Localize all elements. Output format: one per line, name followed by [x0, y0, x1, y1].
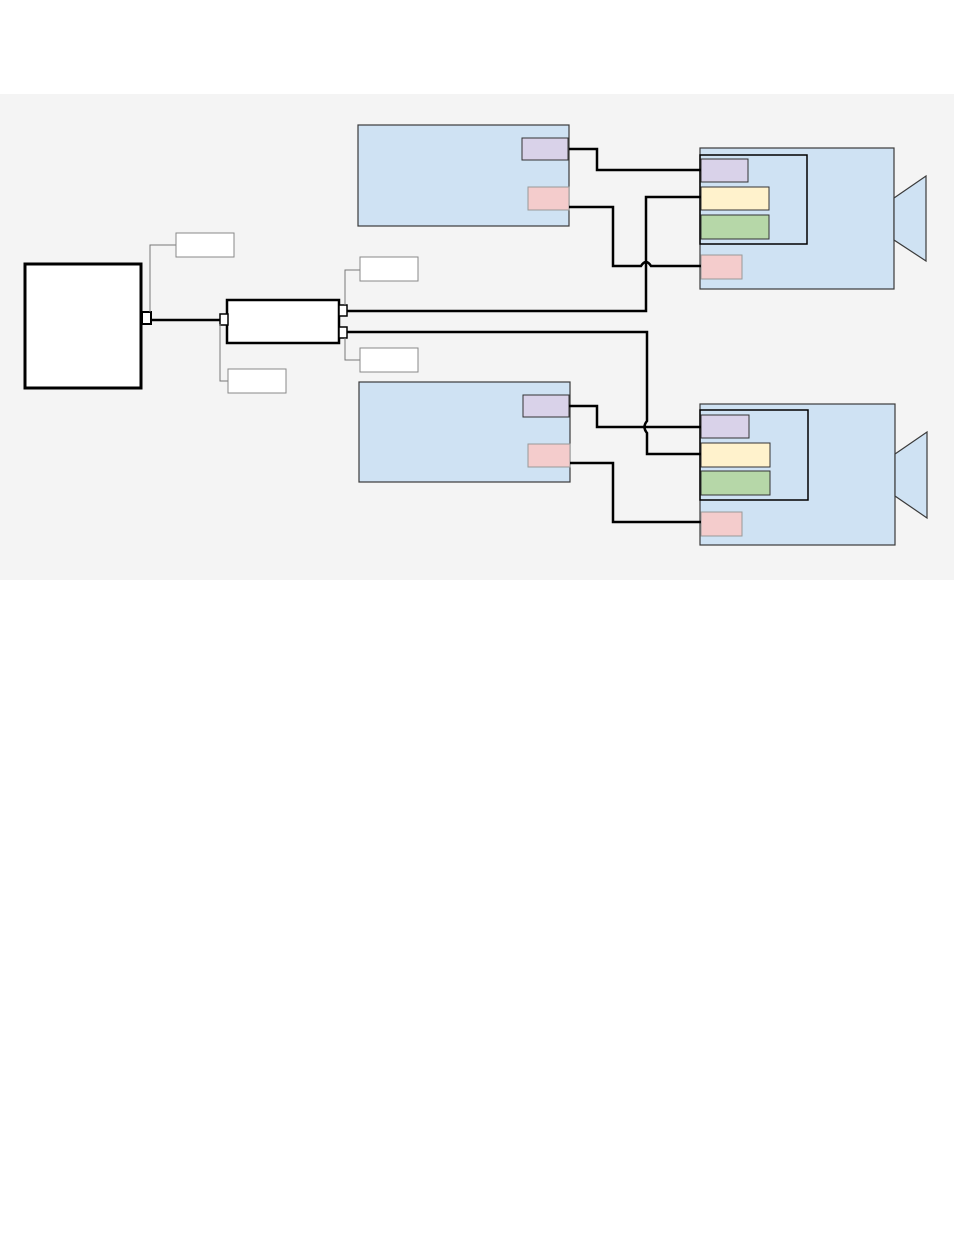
bottom-camera — [699, 403, 928, 546]
top-camera — [699, 147, 927, 290]
callout-label-box — [175, 232, 235, 258]
top-camera-port-panel — [699, 154, 808, 245]
callout-label-box — [359, 347, 419, 373]
callout-leader-line — [344, 338, 360, 361]
callout-leader-line — [149, 244, 176, 312]
callout-splitter-out-a — [344, 256, 419, 305]
splitter-output-port-b — [338, 326, 348, 339]
bottom-camera-port-green — [700, 470, 771, 496]
top-camera-port-green — [700, 214, 770, 240]
wire-bottom-module-pink-to-bottom-camera — [570, 461, 701, 524]
source-box — [23, 262, 143, 390]
source-unit — [23, 262, 152, 390]
splitter-output-port-a — [338, 304, 348, 317]
wire-top-module-purple-to-top-camera — [569, 147, 701, 172]
wire-bottom-module-purple-to-bottom-camera — [569, 404, 701, 429]
bottom-module-port-pink — [527, 443, 571, 468]
bottom-camera-port-pink — [700, 511, 743, 537]
splitter-unit — [219, 298, 348, 345]
source-output-port — [141, 311, 152, 325]
bottom-camera-lens — [894, 430, 928, 520]
top-camera-port-purple — [700, 158, 749, 183]
callout-leader-line — [344, 269, 360, 305]
wire-splitter-a-to-top-camera-yellow — [347, 195, 701, 313]
top-module-port-purple — [521, 137, 569, 161]
bottom-module-port-purple — [522, 394, 570, 418]
callout-source-port — [149, 232, 235, 312]
top-module — [357, 124, 570, 227]
top-camera-port-pink — [700, 254, 743, 280]
callout-label-box — [227, 368, 287, 394]
top-camera-port-yellow — [700, 186, 770, 211]
callout-splitter-in — [219, 324, 287, 394]
top-module-port-pink — [527, 186, 570, 211]
callout-label-box — [359, 256, 419, 282]
splitter-box — [225, 298, 341, 345]
callout-splitter-out-b — [344, 338, 419, 373]
splitter-input-port — [219, 313, 229, 326]
callout-leader-line — [219, 324, 228, 382]
bottom-module — [358, 381, 571, 483]
wires — [151, 147, 701, 524]
bottom-camera-port-purple — [700, 414, 750, 439]
bottom-camera-port-yellow — [700, 442, 771, 468]
top-camera-lens — [893, 174, 927, 263]
